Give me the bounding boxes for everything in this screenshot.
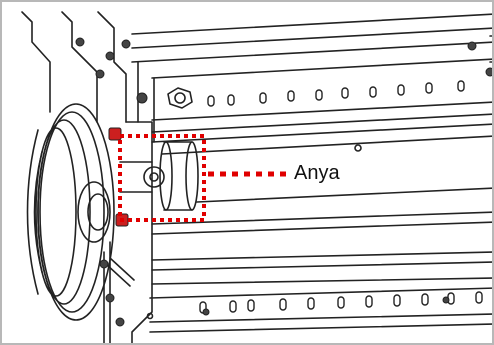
callout-label: Anya (286, 156, 403, 190)
bolts (75, 37, 492, 327)
pulley (26, 103, 115, 321)
hole-icon (146, 312, 154, 320)
hole-icon (354, 144, 362, 152)
upper-slot-row (207, 80, 465, 107)
bolt-icon (115, 317, 125, 327)
upper-plate (151, 58, 492, 143)
bolt-icon (95, 69, 105, 79)
top-fitting (167, 87, 193, 109)
bolt-icon (108, 127, 122, 141)
bolt-icon (105, 51, 115, 61)
bolt-icon (467, 41, 477, 51)
bolt-icon (99, 259, 109, 269)
bolt-icon (202, 308, 210, 316)
bolt-icon (136, 92, 148, 104)
bracket (105, 257, 135, 287)
bolt-icon (105, 293, 115, 303)
bolt-icon (442, 296, 450, 304)
bolt-icon (75, 37, 85, 47)
lower-plate (149, 287, 492, 333)
shaft (119, 141, 199, 211)
callout-label-text: Anya (294, 161, 340, 184)
bolt-icon (485, 67, 492, 77)
bolt-icon (121, 39, 131, 49)
lower-slot-row (199, 291, 483, 314)
highlight-box (118, 134, 206, 222)
top-rail (131, 13, 492, 63)
main-body (151, 135, 492, 285)
